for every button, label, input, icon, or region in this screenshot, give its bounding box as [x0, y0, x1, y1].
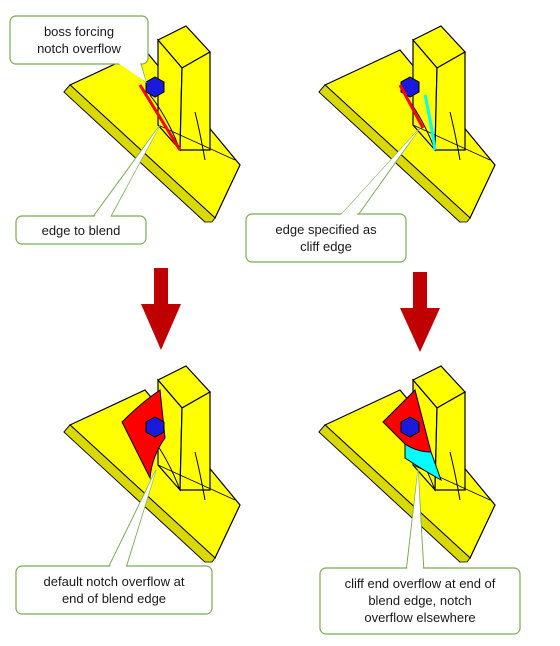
callout-boss: boss forcing notch overflow — [9, 15, 149, 84]
callout-default-line2: end of blend edge — [62, 591, 166, 606]
callout-cliff-line2: cliff edge — [300, 239, 352, 254]
callout-cliff-end: cliff end overflow at end of blend edge,… — [319, 469, 521, 635]
cliff-fill-region — [404, 443, 442, 482]
cliff-edge-line — [423, 94, 437, 151]
panel-default-notch-overflow: default notch overflow at end of blend e… — [15, 365, 241, 615]
blend-edge-line — [398, 84, 425, 129]
panel-cliff-end-overflow: cliff end overflow at end of blend edge,… — [318, 365, 521, 635]
callout-cliff-line1: edge specified as — [275, 222, 377, 237]
callout-cliffend-line2: blend edge, notch — [368, 593, 471, 608]
callout-default-notch: default notch overflow at end of blend e… — [15, 469, 213, 615]
down-arrow-icon — [141, 268, 181, 350]
hexagonal-boss-icon — [145, 416, 165, 438]
hexagonal-boss-icon — [145, 76, 165, 98]
callout-cliffend-line3: overflow elsewhere — [364, 610, 475, 625]
blend-fill-region — [121, 389, 166, 480]
callout-cliff-edge: edge specified as cliff edge — [245, 127, 421, 263]
callout-edge-to-blend-text: edge to blend — [42, 223, 121, 238]
yellow-block-shape — [318, 365, 496, 563]
callout-boss-line2: notch overflow — [37, 41, 121, 56]
blend-edge-line — [138, 84, 182, 151]
yellow-block-shape — [318, 25, 496, 223]
panel-cliff-edge: edge specified as cliff edge — [245, 25, 496, 263]
callout-boss-line1: boss forcing — [44, 24, 114, 39]
hexagonal-boss-icon — [400, 416, 420, 438]
callout-default-line1: default notch overflow at — [44, 574, 185, 589]
down-arrow-icon — [400, 272, 440, 352]
panel-edge-to-blend: boss forcing notch overflow edge to blen… — [9, 15, 241, 245]
callout-cliffend-line1: cliff end overflow at end of — [345, 576, 496, 591]
callout-edge-to-blend: edge to blend — [15, 124, 161, 245]
